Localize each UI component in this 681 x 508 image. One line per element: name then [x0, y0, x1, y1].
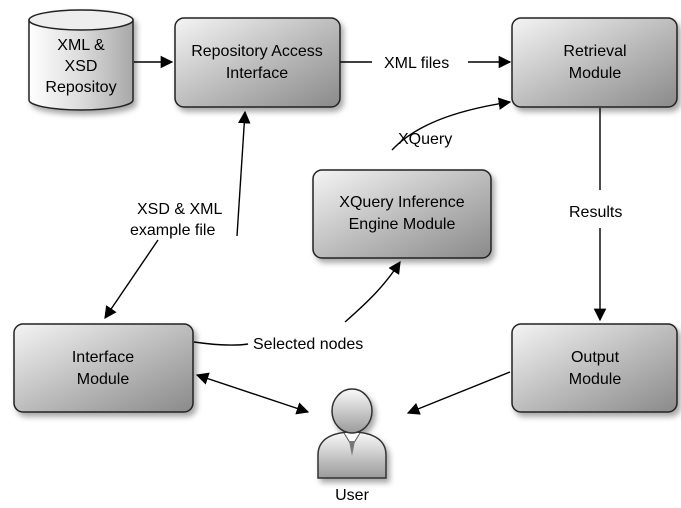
node-inference-engine: XQuery Inference Engine Module [312, 169, 492, 259]
edge-interface-user [195, 372, 310, 415]
output-label-1: Output [571, 349, 620, 366]
edge-inference-to-retrieval [391, 97, 512, 151]
edge-output-to-user [406, 371, 511, 415]
label-xml-files: XML files [384, 55, 449, 72]
repository-label-2: XSD [65, 58, 98, 75]
node-user: User [317, 388, 387, 504]
edge-interface-to-inference-head [344, 260, 401, 323]
inference-label-1: XQuery Inference [339, 194, 465, 211]
edge-interface-access [236, 110, 251, 237]
label-xsd-xml-2: example file [130, 222, 215, 239]
node-output-module: Output Module [511, 323, 678, 413]
node-repository: XML & XSD Repositoy [28, 9, 134, 111]
edge-interface-to-inference [193, 341, 249, 346]
access-label-2: Interface [226, 65, 288, 82]
edges [104, 55, 607, 415]
user-label: User [335, 487, 369, 504]
label-selected-nodes: Selected nodes [253, 336, 363, 353]
node-retrieval-module: Retrieval Module [511, 17, 678, 108]
interface-label-1: Interface [72, 349, 134, 366]
retrieval-label-2: Module [569, 65, 622, 82]
edge-labels: XML files XQuery Results XSD & XML examp… [130, 55, 622, 353]
label-xquery: XQuery [398, 131, 452, 148]
repository-label-1: XML & [57, 37, 105, 54]
access-label-1: Repository Access [191, 43, 323, 60]
label-xsd-xml-1: XSD & XML [137, 201, 222, 218]
inference-label-2: Engine Module [349, 216, 456, 233]
interface-label-2: Module [77, 371, 130, 388]
edge-interface-access-lower [104, 239, 159, 320]
repository-label-3: Repositoy [45, 79, 116, 96]
output-label-2: Module [569, 371, 622, 388]
node-interface-module: Interface Module [13, 323, 194, 413]
user-icon [317, 388, 387, 479]
repository-cylinder-icon [28, 19, 134, 111]
label-results: Results [569, 204, 622, 221]
node-access-interface: Repository Access Interface [174, 17, 341, 108]
retrieval-label-1: Retrieval [563, 43, 626, 60]
